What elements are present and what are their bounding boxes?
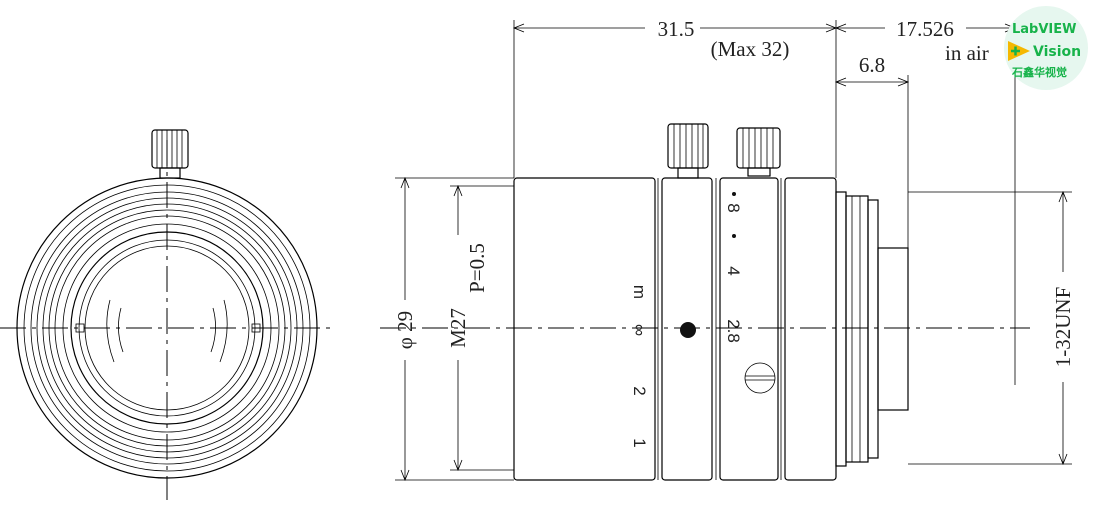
index-dot: [680, 322, 696, 338]
focus-mark-1: 1: [630, 438, 649, 447]
plus-icon: [1011, 46, 1020, 56]
focus-unit: m: [630, 285, 649, 299]
front-knob: [151, 129, 189, 179]
dim-mount-thread: 1-32UNF: [1051, 287, 1075, 368]
dim-flange-distance: 17.526: [896, 17, 954, 41]
dim-filter-thread: M27: [446, 308, 470, 348]
aperture-mark-2-8: 2.8: [724, 319, 743, 343]
dim-diameter: φ 29: [393, 311, 417, 349]
dim-mount-depth: 6.8: [859, 53, 885, 77]
logo-line1: LabVIEW: [1012, 22, 1076, 37]
iris-lock-knob: [736, 127, 781, 177]
focus-mark-2: 2: [630, 386, 649, 395]
logo-line2: Vision: [1033, 44, 1081, 60]
dim-length-max: (Max 32): [711, 37, 790, 61]
side-view: [380, 123, 1030, 481]
logo-line3: 石鑫华视觉: [1011, 65, 1067, 79]
focus-lock-knob: [667, 123, 709, 179]
aperture-mark-8: 8: [724, 203, 743, 212]
dimension-lines: [395, 20, 1072, 482]
screw-icon: [744, 362, 776, 394]
dim-thread-pitch: P=0.5: [465, 243, 489, 293]
labview-vision-logo: LabVIEW Vision 石鑫华视觉: [1004, 6, 1088, 90]
dim-flange-note: in air: [945, 41, 989, 65]
front-view: [0, 129, 330, 500]
dim-length: 31.5: [658, 17, 695, 41]
focus-mark-infinity: ∞: [630, 324, 649, 336]
aperture-mark-4: 4: [724, 266, 743, 275]
